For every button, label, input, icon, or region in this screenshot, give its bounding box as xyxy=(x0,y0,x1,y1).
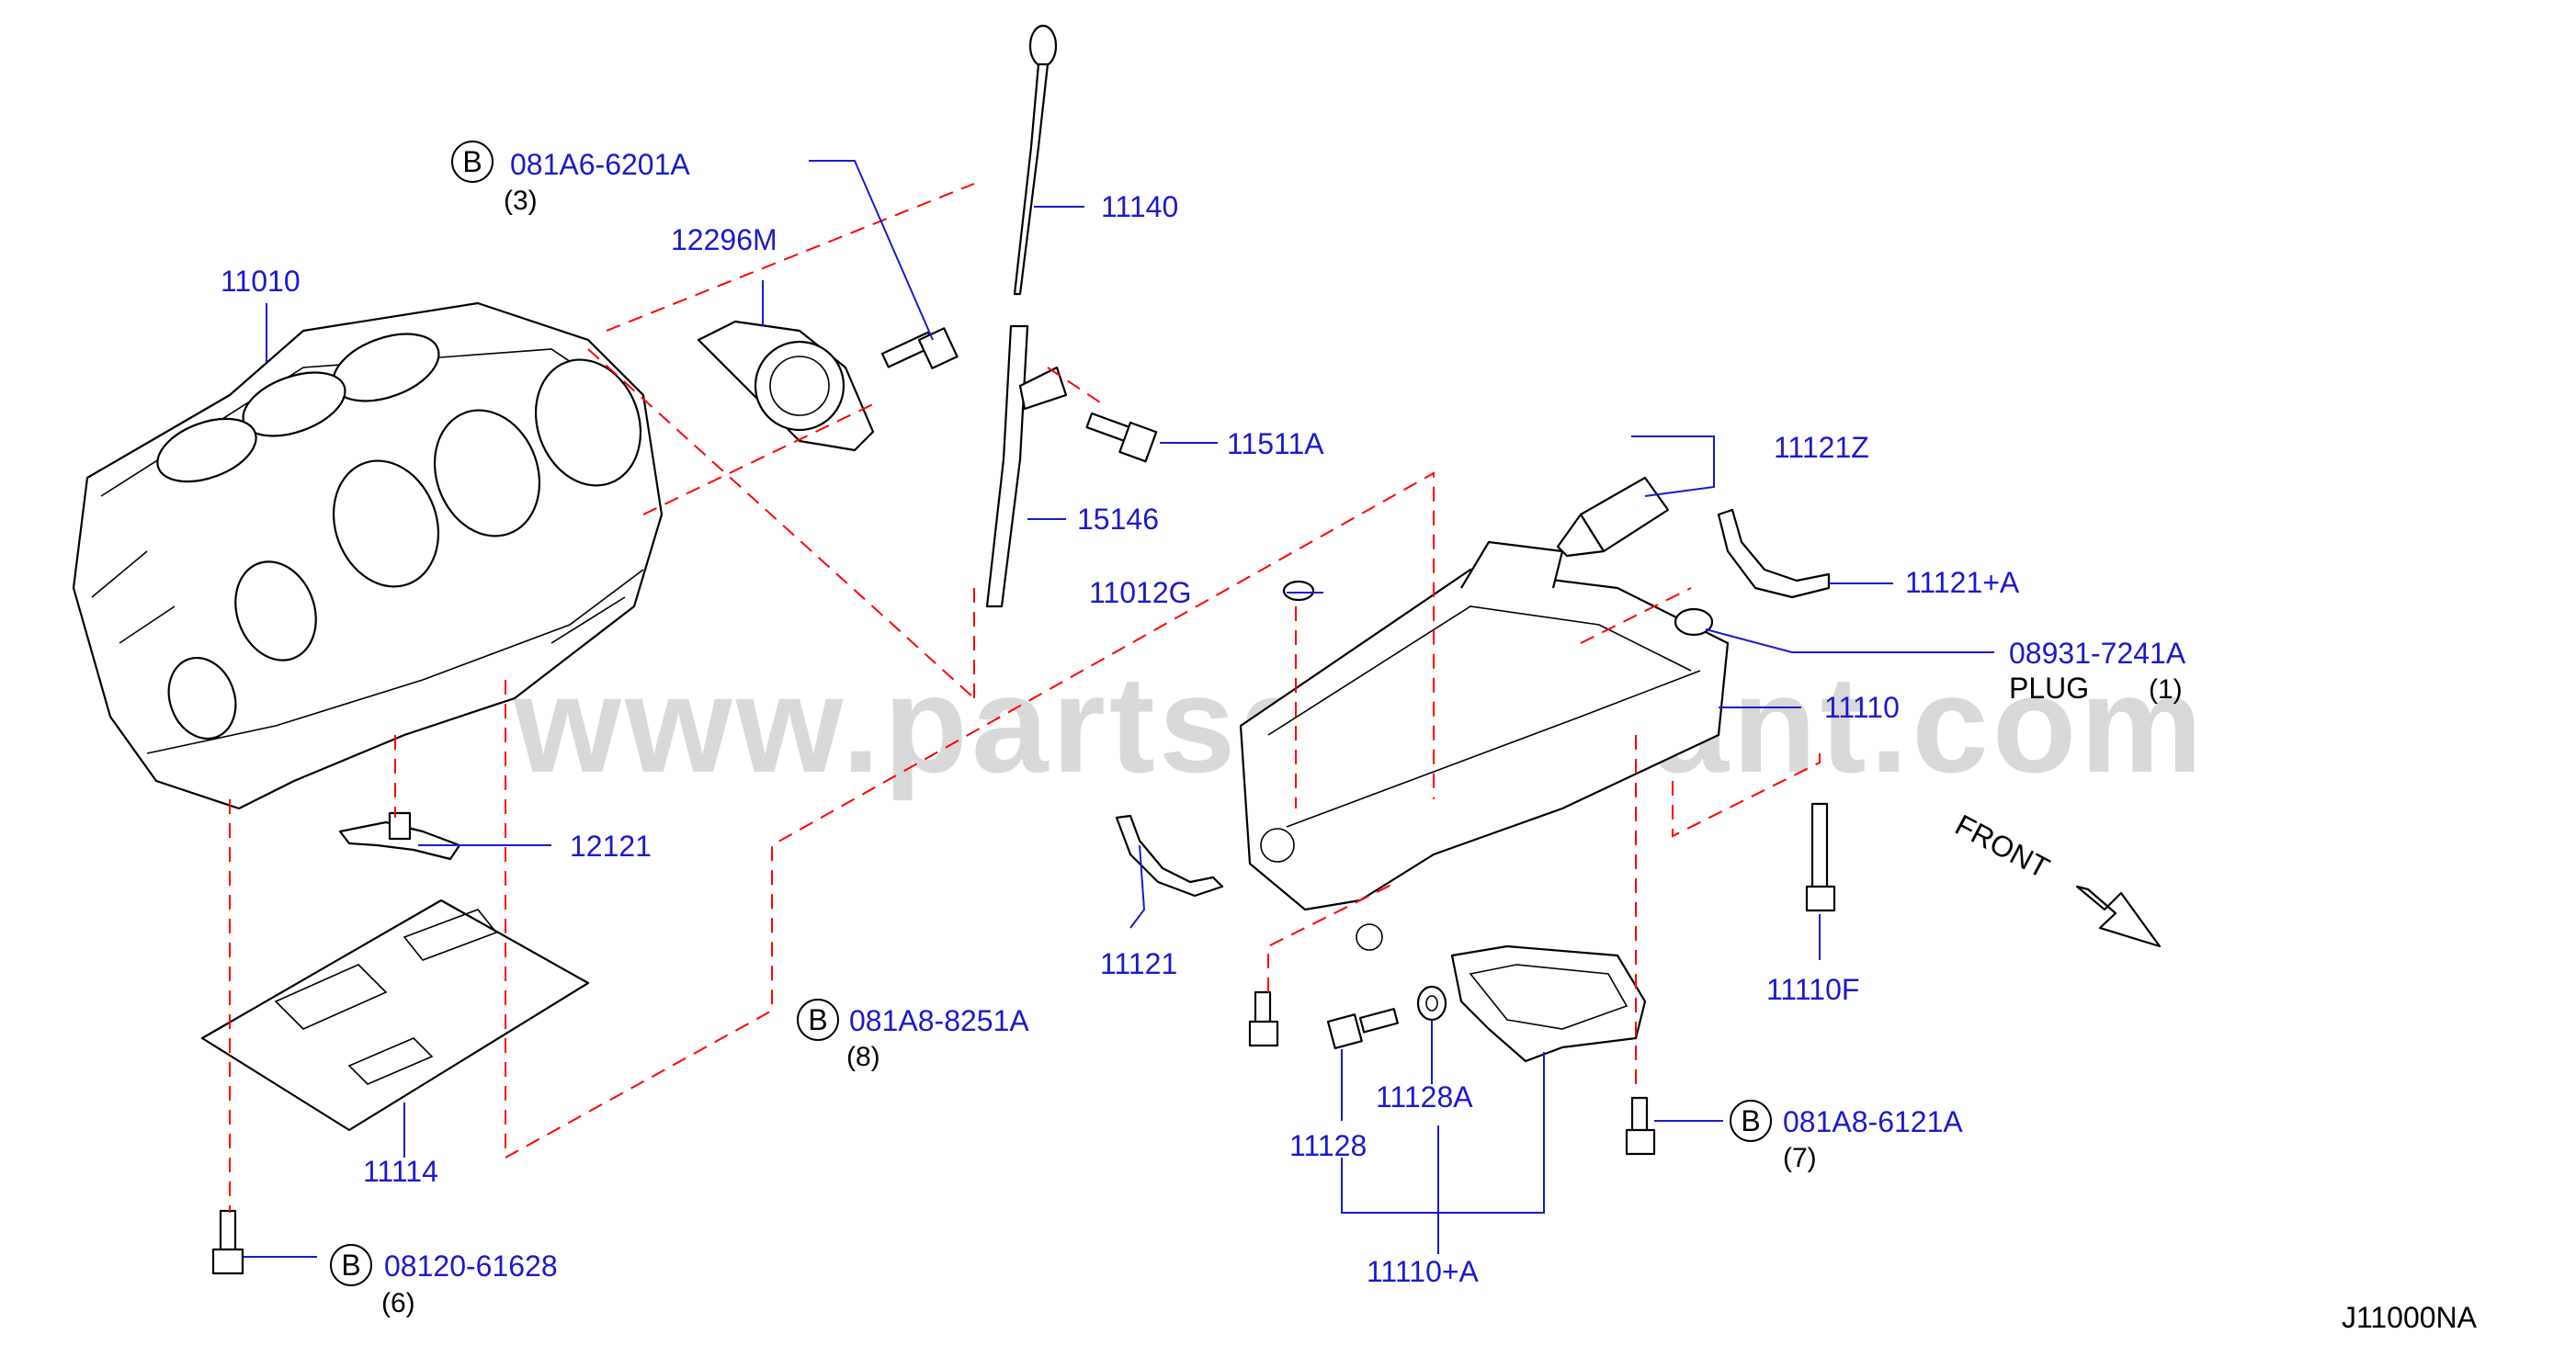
qty-081a8-6121a: (7) xyxy=(1783,1143,1817,1173)
qty-081a6-6201a: (3) xyxy=(504,186,538,216)
dipstick-drawing xyxy=(1013,24,1058,296)
svg-text:B: B xyxy=(341,1249,360,1282)
bolt-11511a-drawing xyxy=(1085,412,1158,463)
label-11010[interactable]: 11010 xyxy=(221,265,301,298)
svg-text:B: B xyxy=(1741,1104,1760,1137)
label-08931-7241a[interactable]: 08931-7241A xyxy=(2009,637,2186,670)
label-15146[interactable]: 15146 xyxy=(1077,503,1159,536)
label-11110f[interactable]: 11110F xyxy=(1766,973,1859,1006)
bolt-marker-08120: B xyxy=(330,1244,372,1286)
bolt-08120-drawing xyxy=(211,1209,244,1275)
label-11128[interactable]: 11128 xyxy=(1289,1129,1367,1162)
label-11511a[interactable]: 11511A xyxy=(1227,427,1324,460)
front-label: FRONT xyxy=(1950,808,2055,885)
label-plug: PLUG xyxy=(2009,672,2089,705)
rear-gasket-drawing xyxy=(1115,814,1224,898)
qty-08120-61628: (6) xyxy=(381,1288,415,1318)
bolt-081a6-drawing xyxy=(880,327,959,369)
label-12296m[interactable]: 12296M xyxy=(671,223,777,256)
sealant-tube-drawing xyxy=(1556,476,1670,558)
label-11121a[interactable]: 11121+A xyxy=(1905,566,2020,599)
baffle-plate-drawing xyxy=(200,899,590,1132)
label-11121[interactable]: 11121 xyxy=(1100,947,1177,980)
seal-retainer-drawing xyxy=(697,320,875,452)
bolt-marker-081a8-8251: B xyxy=(797,999,839,1041)
pan-bolt-left-drawing xyxy=(1248,990,1279,1047)
label-081a8-6121a[interactable]: 081A8-6121A xyxy=(1783,1105,1963,1138)
label-11121z[interactable]: 11121Z xyxy=(1774,431,1869,464)
lower-oil-pan-drawing xyxy=(1450,944,1647,1063)
label-11110a[interactable]: 11110+A xyxy=(1367,1255,1480,1288)
front-arrow-icon xyxy=(2075,885,2162,948)
label-11012g[interactable]: 11012G xyxy=(1089,576,1192,609)
svg-text:B: B xyxy=(808,1003,827,1036)
label-081a6-6201a[interactable]: 081A6-6201A xyxy=(510,148,690,181)
o-ring-drawing xyxy=(1282,580,1315,602)
front-gasket-drawing xyxy=(1717,508,1831,599)
qty-08931-7241a: (1) xyxy=(2149,674,2183,705)
dipstick-guide-drawing xyxy=(985,324,1068,608)
svg-text:B: B xyxy=(462,145,482,178)
bolt-marker-081a6: B xyxy=(451,141,494,183)
washer-drawing xyxy=(1416,985,1447,1022)
label-11140[interactable]: 11140 xyxy=(1101,190,1178,223)
diagram-code: J11000NA xyxy=(2342,1301,2478,1334)
leader-lines xyxy=(244,160,1994,1258)
stud-11110f-drawing xyxy=(1805,802,1836,912)
oil-jet-drawing xyxy=(338,811,461,861)
qty-081a8-8251a: (8) xyxy=(846,1042,880,1072)
oil-pan-drawing xyxy=(1239,540,1730,951)
assembly-dashed-lines xyxy=(229,183,1821,1213)
drain-plug-drawing xyxy=(1326,1008,1399,1050)
cylinder-block-drawing xyxy=(72,301,664,810)
label-11114[interactable]: 11114 xyxy=(363,1155,438,1188)
bolt-marker-081a8-6121: B xyxy=(1730,1100,1772,1142)
pan-bolt-081a8-6121-drawing xyxy=(1625,1096,1656,1156)
label-08120-61628[interactable]: 08120-61628 xyxy=(384,1249,558,1283)
label-081a8-8251a[interactable]: 081A8-8251A xyxy=(849,1004,1029,1037)
label-11128a[interactable]: 11128A xyxy=(1376,1080,1473,1114)
label-11110[interactable]: 11110 xyxy=(1824,691,1900,724)
label-12121[interactable]: 12121 xyxy=(570,830,652,863)
plug-drawing xyxy=(1674,607,1714,637)
